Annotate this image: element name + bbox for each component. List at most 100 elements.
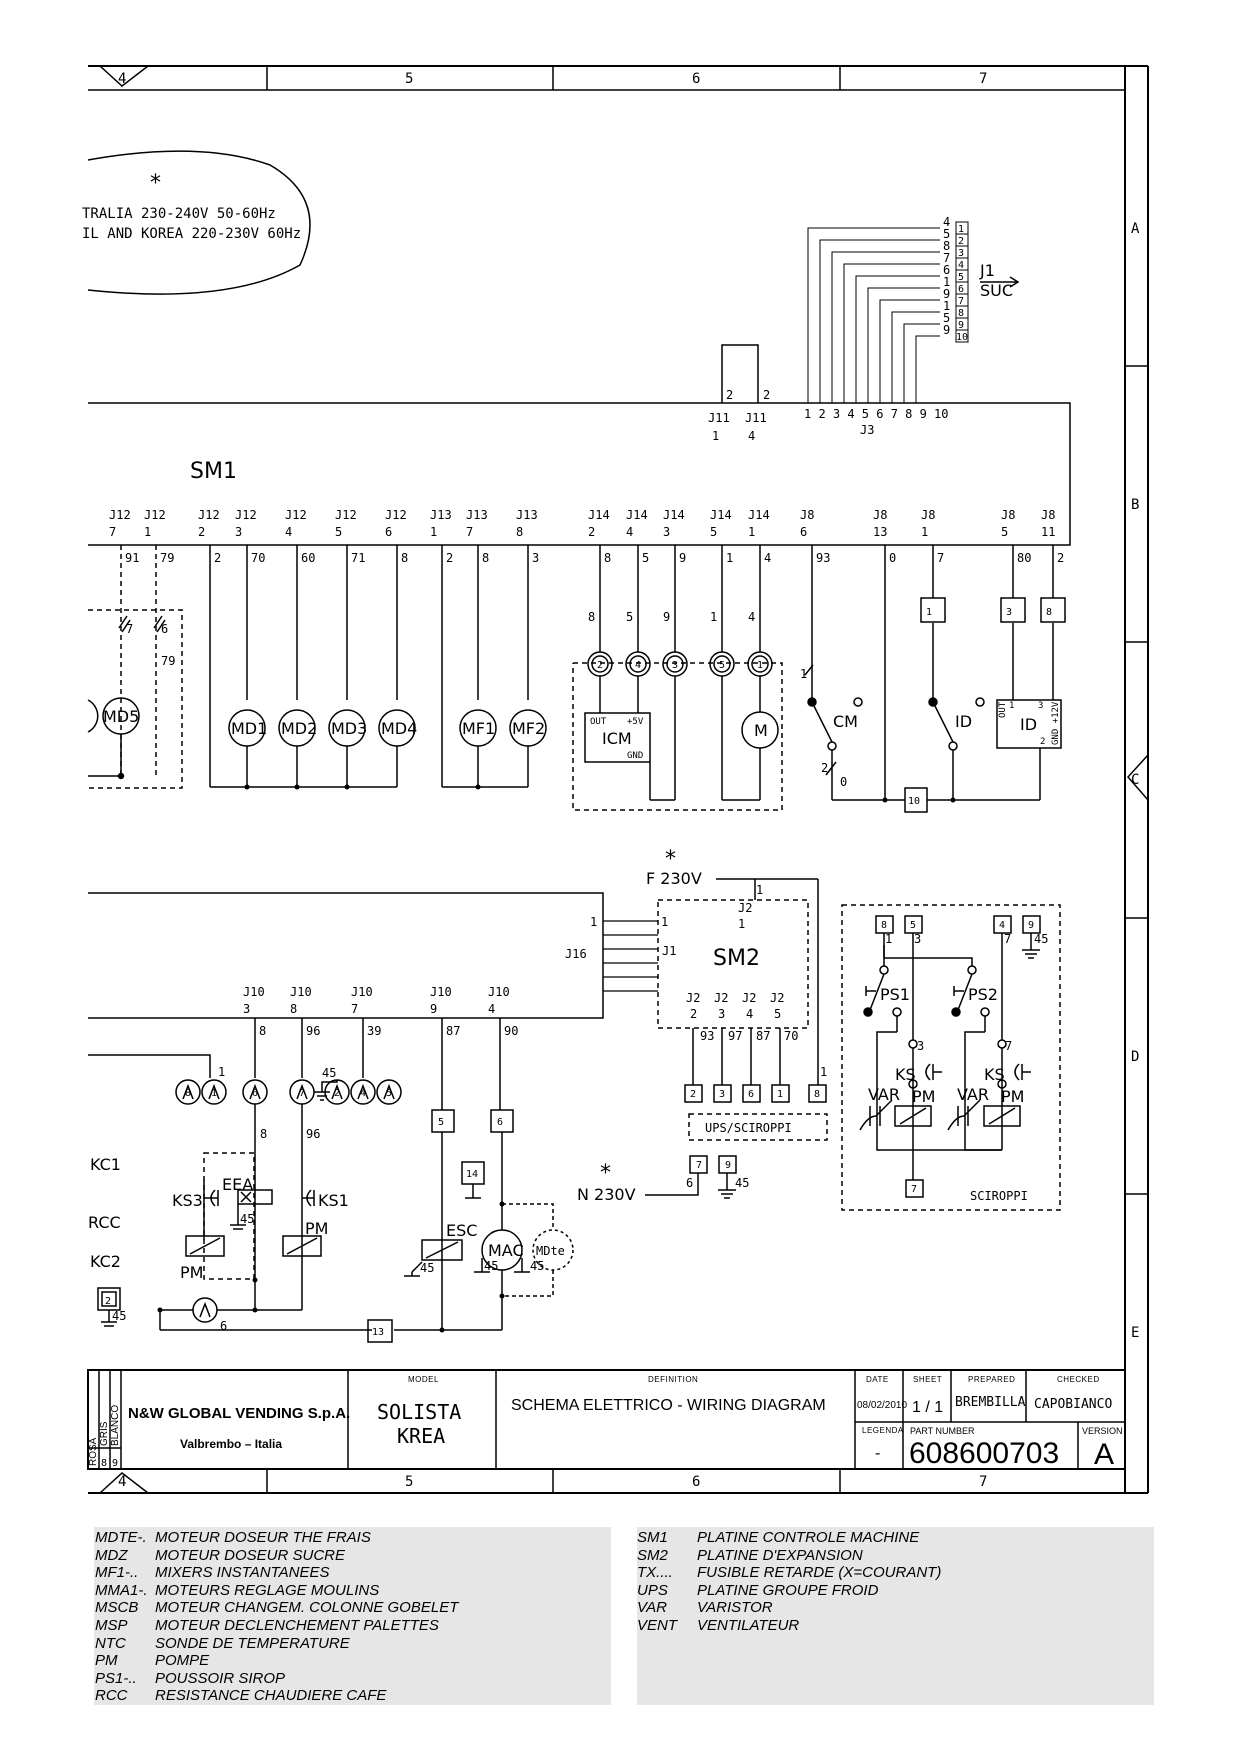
j1-pin-6: 6 xyxy=(958,284,964,295)
sciroppi-wire-1: 1 xyxy=(885,932,892,946)
sm2-pin-2: 2 xyxy=(690,1007,697,1021)
id-box-label: ID xyxy=(1020,715,1037,734)
j1-pin-7: 7 xyxy=(958,296,964,307)
sm1-conn-label: J12 xyxy=(235,508,257,522)
legenda-value: - xyxy=(875,1445,880,1462)
md5-wire-79: 79 xyxy=(161,654,175,668)
node-tri-7: 7 xyxy=(299,1088,305,1099)
sm1-conn-pin: 5 xyxy=(1001,525,1008,539)
row-label-a: A xyxy=(1131,221,1140,237)
j11-pin-2a: 2 xyxy=(726,388,733,402)
j11-pin-4: 4 xyxy=(748,429,755,443)
cm-wire-2: 2 xyxy=(821,761,828,775)
sm1-conn-wire: 70 xyxy=(251,551,265,565)
id-switch-label: ID xyxy=(955,712,972,731)
node-tri-6: 6 xyxy=(252,1088,258,1099)
md5-wire-6: 6 xyxy=(161,622,168,636)
j10-conn-wire: 90 xyxy=(504,1024,518,1038)
col-label-5-bottom: 5 xyxy=(405,1474,413,1490)
j14-wire-e: 4 xyxy=(748,610,755,624)
n-box-7: 7 xyxy=(696,1160,702,1171)
col-label-7-top: 7 xyxy=(979,71,987,87)
strip-num-8: 8 xyxy=(101,1458,107,1469)
legend-code: MDTE-. xyxy=(95,1529,147,1546)
pm-left-label: PM xyxy=(912,1087,935,1106)
col-label-6-top: 6 xyxy=(692,71,700,87)
pm-right-label: PM xyxy=(1001,1087,1024,1106)
ks-left-label: KS xyxy=(895,1065,916,1084)
sm1-conn-label: J12 xyxy=(285,508,307,522)
icm-gnd-label: GND xyxy=(627,751,643,761)
box-2: 2 xyxy=(105,1296,111,1307)
sm1-board: SM1 2 2 J11 J11 1 4 1 2 3 4 5 6 7 8 9 10… xyxy=(88,215,1071,565)
version-caption: VERSION xyxy=(1082,1426,1123,1436)
sm1-conn-label: J13 xyxy=(430,508,452,522)
cm-wire-1: 1 xyxy=(800,667,807,681)
node-tri-5: 5 xyxy=(386,1088,392,1099)
var-left-label: VAR xyxy=(868,1085,900,1104)
col-label-4-top: 4 xyxy=(118,71,126,87)
sm1-conn-pin: 1 xyxy=(748,525,755,539)
legend-right-panel xyxy=(637,1527,1154,1705)
sm1-conn-pin: 3 xyxy=(663,525,670,539)
sm2-j2-a: J2 xyxy=(686,991,700,1005)
motor-md4: MD4 xyxy=(381,719,417,738)
sm1-conn-label: J8 xyxy=(873,508,887,522)
j10-conn-pin: 3 xyxy=(243,1002,250,1016)
j16-pin-1: 1 xyxy=(590,915,597,929)
sm1-conn-wire: 2 xyxy=(1057,551,1064,565)
sciroppi-section: 8 5 4 9 7 PS1 PS2 1 3 7 45 xyxy=(841,904,1061,1211)
ups-box-1: 1 xyxy=(777,1089,783,1100)
legend-code: MMA1-. xyxy=(95,1581,148,1599)
strip-num-9: 9 xyxy=(112,1458,118,1469)
col-label-7-bottom: 7 xyxy=(979,1474,987,1490)
tri-b-post: 96 xyxy=(306,1127,320,1141)
sm1-conn-wire: 93 xyxy=(816,551,830,565)
j1-in-9: 5 xyxy=(943,311,950,325)
sm1-conn-wire: 0 xyxy=(889,551,896,565)
j8-section: 1 3 8 10 1 2 0 CM ID ID 1 3 2 OUT GND +1… xyxy=(800,545,1066,813)
sm1-conn-wire: 8 xyxy=(482,551,489,565)
legend-description: VARISTOR xyxy=(697,1599,773,1617)
legend-code: TX.... xyxy=(637,1564,673,1582)
j10-conn-pin: 9 xyxy=(430,1002,437,1016)
j14-section: 8 5 9 1 4 2 4 3 5 1 OUT +5V ICM GND M xyxy=(572,545,783,811)
tri-a-post: 8 xyxy=(260,1127,267,1141)
legend-code: MSCB xyxy=(95,1599,139,1617)
j14-wire-d: 1 xyxy=(710,610,717,624)
definition-text: SCHEMA ELETTRICO - WIRING DIAGRAM xyxy=(511,1397,826,1414)
f-230v-label: F 230V xyxy=(646,869,702,888)
sm1-conn-pin: 13 xyxy=(873,525,887,539)
prepared-value: BREMBILLA xyxy=(955,1395,1026,1410)
sm2-top-pin-1: 1 xyxy=(756,883,763,897)
j1-in-8: 1 xyxy=(943,299,950,313)
legend-description: PLATINE CONTROLE MACHINE xyxy=(697,1529,920,1546)
icm-5v-label: +5V xyxy=(627,717,644,727)
ps2-label: PS2 xyxy=(968,985,998,1004)
row-label-d: D xyxy=(1131,1049,1139,1065)
sciroppi-wire-3b: 3 xyxy=(917,1039,924,1053)
j1-pin-10: 10 xyxy=(956,332,968,343)
legend-description: RESISTANCE CHAUDIERE CAFE xyxy=(155,1687,387,1705)
col-label-6-bottom: 6 xyxy=(692,1474,700,1490)
j10-conn-pin: 8 xyxy=(290,1002,297,1016)
sm2-j2-c: J2 xyxy=(742,991,756,1005)
col-label-4-bottom: 4 xyxy=(118,1474,126,1490)
sm1-conn-wire: 2 xyxy=(446,551,453,565)
sm1-conn-wire: 5 xyxy=(642,551,649,565)
icm-out-label: OUT xyxy=(590,717,607,727)
j1-in-10: 9 xyxy=(943,323,950,337)
j10-conn-label: J10 xyxy=(243,985,265,999)
motor-md1: MD1 xyxy=(231,719,267,738)
legend-description: VENTILATEUR xyxy=(697,1617,800,1634)
j10-conn-wire: 87 xyxy=(446,1024,460,1038)
sm1-conn-wire: 7 xyxy=(937,551,944,565)
id-pin-2: 2 xyxy=(1040,737,1045,747)
sciroppi-label: SCIROPPI xyxy=(970,1189,1028,1203)
company-city: Valbrembo – Italia xyxy=(180,1437,282,1451)
j14-pin-b: 4 xyxy=(635,660,641,671)
rcc-label: RCC xyxy=(88,1213,121,1232)
strip-gris: GRIS xyxy=(99,1421,110,1446)
j10-conn-label: J10 xyxy=(430,985,452,999)
